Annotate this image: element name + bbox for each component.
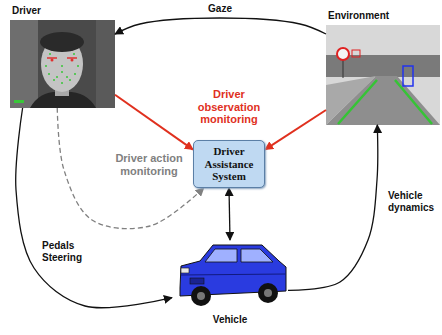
connector-label: Gaze	[195, 3, 245, 15]
connector-arrow	[115, 18, 326, 34]
connector-label: Driver action monitoring	[113, 152, 185, 177]
connector-arrow	[115, 95, 193, 150]
connector-arrow	[265, 110, 326, 150]
node-heading: Vehicle	[172, 314, 288, 326]
connector-arrow	[57, 108, 204, 229]
connector-arrow	[16, 108, 172, 308]
connector-arrow	[288, 125, 378, 290]
vehicle-node: Vehicle	[172, 240, 288, 312]
vehicle-illustration	[180, 245, 286, 306]
environment-photo	[326, 25, 440, 125]
annotation-label: Driver observation monitoring	[193, 88, 265, 126]
photo-node: Driver	[10, 20, 115, 108]
process-box: Driver Assistance System	[193, 140, 265, 188]
node-heading: Environment	[328, 10, 389, 22]
photo-node: Environment	[326, 25, 440, 125]
box-label: Driver Assistance System	[197, 145, 261, 183]
connector-label: Vehicle dynamics	[388, 190, 440, 213]
connector-arrow	[229, 188, 230, 240]
driver-photo	[10, 20, 115, 108]
node-heading: Driver	[12, 5, 41, 17]
connector-label: Pedals Steering	[42, 240, 94, 263]
